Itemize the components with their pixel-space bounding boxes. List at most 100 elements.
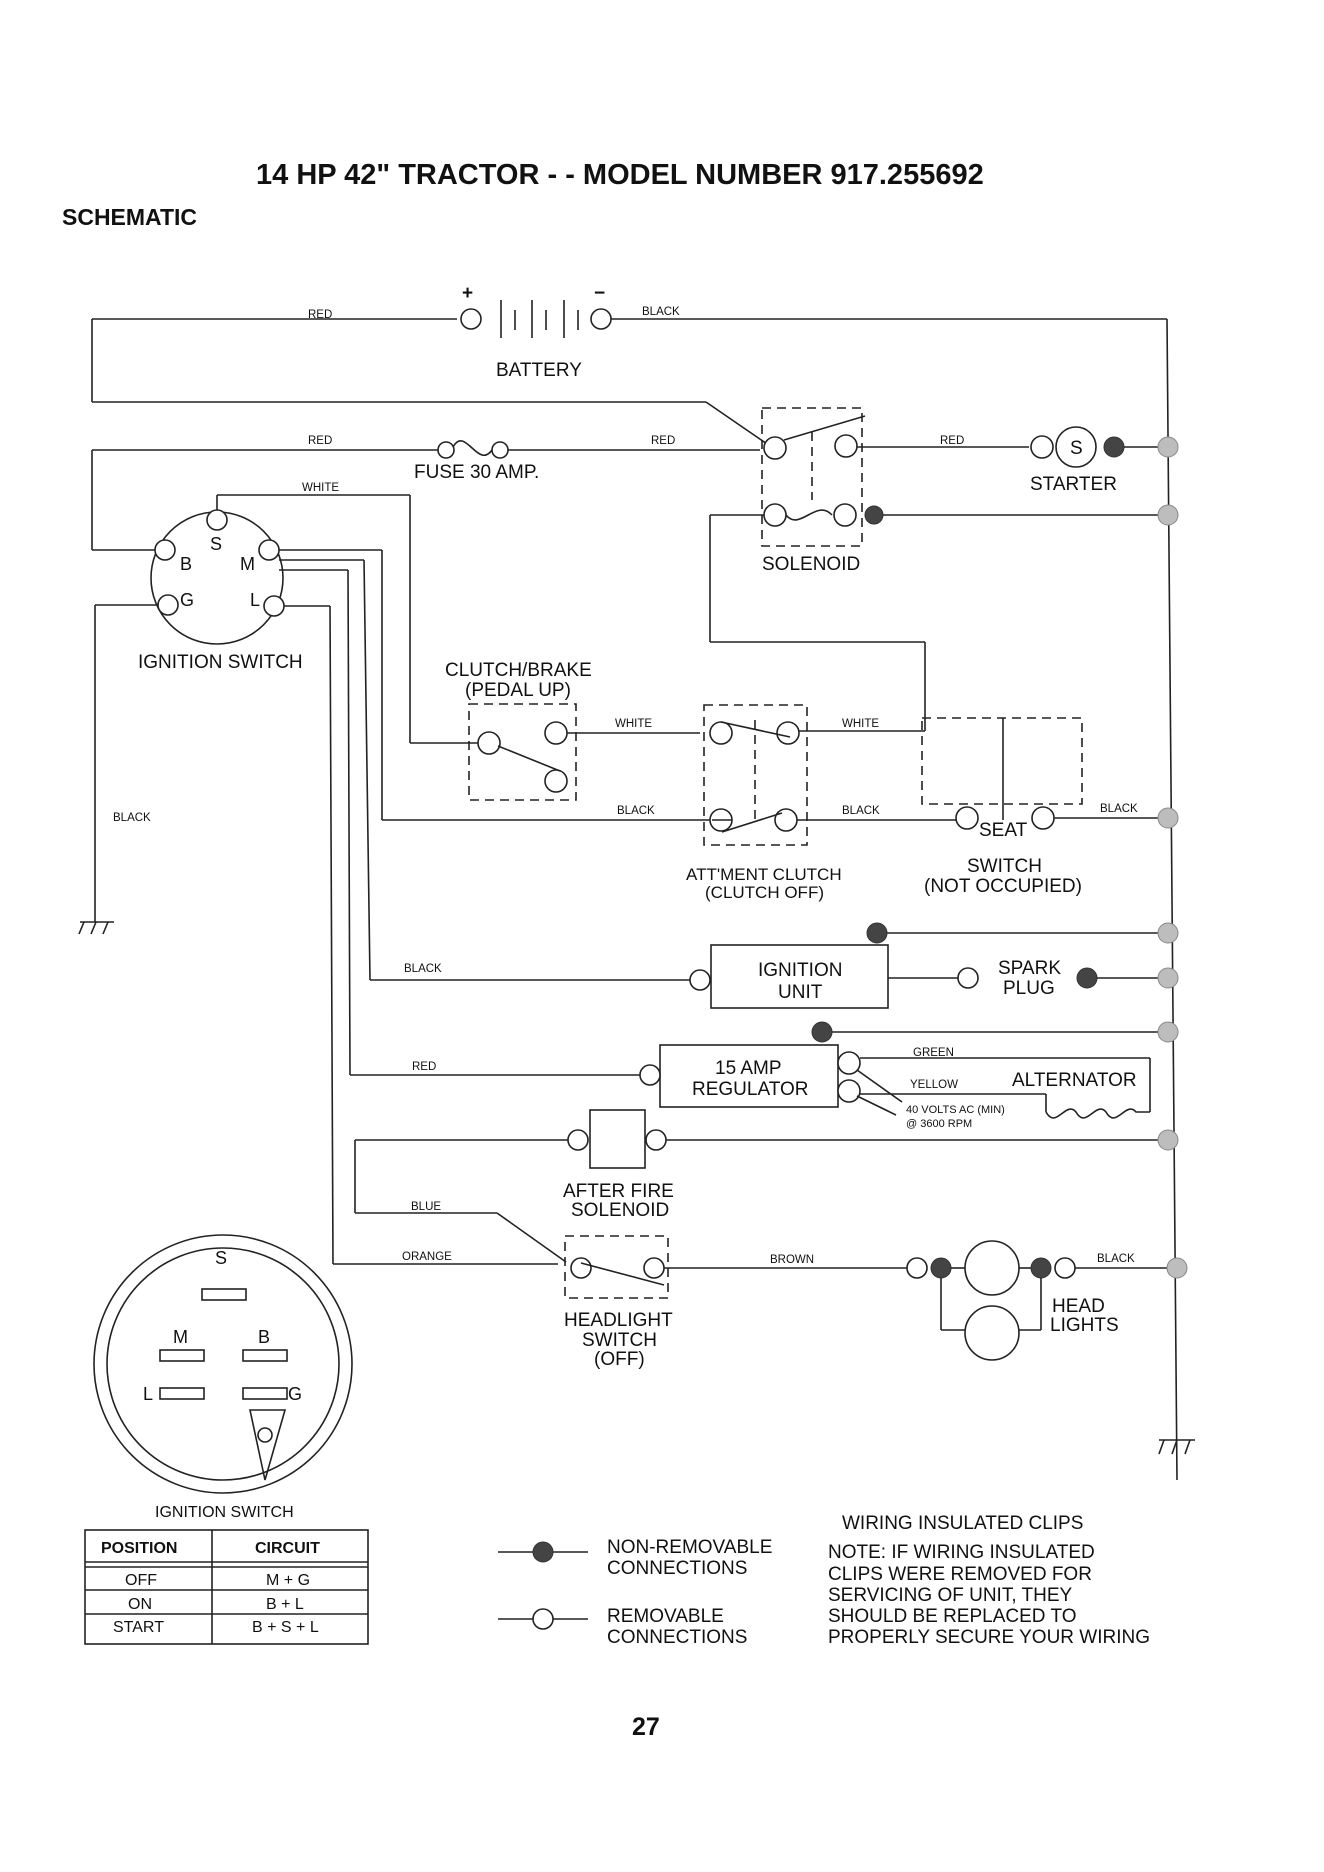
battery-positive-terminal xyxy=(460,308,482,330)
attment-clutch-label: ATT'MENT CLUTCH xyxy=(686,865,842,884)
battery: + − BATTERY xyxy=(92,283,1167,381)
seat-status: (NOT OCCUPIED) xyxy=(924,876,1082,897)
regulator-label: 15 AMP xyxy=(715,1058,782,1079)
attment-clutch-sublabel: (CLUTCH OFF) xyxy=(705,883,824,902)
wire-label-white-att: WHITE xyxy=(842,718,879,730)
wiring-clips-note: WIRING INSULATED CLIPS NOTE: IF WIRING I… xyxy=(828,1513,1150,1648)
attment-clutch-switch xyxy=(703,704,808,846)
alternator: ALTERNATOR xyxy=(856,1057,1151,1119)
spark-plug xyxy=(957,967,979,989)
ignition-switch-schematic: B S M G L IGNITION SWITCH xyxy=(138,509,303,673)
wire-label-white-clutch: WHITE xyxy=(615,718,652,730)
headlight-switch-label: HEADLIGHT xyxy=(564,1310,673,1331)
legend-removable-symbol xyxy=(532,1608,554,1630)
solenoid-label: SOLENOID xyxy=(762,554,860,575)
wire-label-orange: ORANGE xyxy=(402,1251,452,1263)
ignition-switch-label: IGNITION SWITCH xyxy=(138,652,303,673)
after-fire-solenoid xyxy=(567,1109,667,1169)
battery-label: BATTERY xyxy=(496,360,582,381)
regulator-sublabel: REGULATOR xyxy=(692,1079,809,1100)
ignition-switch-table: POSITION CIRCUIT OFF M + G ON B + L STAR… xyxy=(84,1529,369,1645)
battery-negative-terminal xyxy=(590,308,612,330)
ign-label-s: S xyxy=(210,534,222,554)
fuse-label: FUSE 30 AMP. xyxy=(414,462,539,483)
ign-pin-m xyxy=(258,539,280,561)
table-header-circuit: CIRCUIT xyxy=(255,1540,320,1557)
ign-label-m: M xyxy=(240,554,255,574)
legend-removable-label: REMOVABLE xyxy=(607,1606,724,1627)
alternator-label: ALTERNATOR xyxy=(1012,1070,1137,1091)
wire-label-black-att: BLACK xyxy=(842,805,880,817)
headlights-label: HEAD xyxy=(1052,1296,1105,1317)
wire-label-blue: BLUE xyxy=(411,1201,441,1213)
ign-pin-g xyxy=(157,594,179,616)
ign-pin-l xyxy=(263,595,285,617)
wire-label-yellow: YELLOW xyxy=(910,1079,958,1091)
wire-label-black-ground: BLACK xyxy=(113,812,151,824)
wire-label-green: GREEN xyxy=(913,1047,954,1059)
detail-label-g: G xyxy=(288,1384,302,1404)
seat-switch xyxy=(921,717,1179,830)
ignition-switch-detail: S M B L G xyxy=(93,1234,353,1494)
starter: S STARTER xyxy=(1030,426,1179,495)
regulator: 15 AMP REGULATOR xyxy=(659,1044,839,1108)
legend-removable-sublabel: CONNECTIONS xyxy=(607,1627,747,1648)
legend-non-removable-sublabel: CONNECTIONS xyxy=(607,1558,747,1579)
headlight-switch-status: (OFF) xyxy=(594,1349,645,1370)
after-fire-sublabel: SOLENOID xyxy=(571,1200,669,1221)
battery-minus-label: − xyxy=(594,283,605,304)
after-fire-label: AFTER FIRE xyxy=(563,1181,674,1202)
wire-label-red: RED xyxy=(308,309,332,321)
starter-s-label: S xyxy=(1070,438,1083,459)
table-cell: B + S + L xyxy=(252,1619,319,1636)
ign-label-g: G xyxy=(180,590,194,610)
wire-label-black-seat: BLACK xyxy=(1100,803,1138,815)
solenoid: SOLENOID xyxy=(761,407,884,575)
starter-label: STARTER xyxy=(1030,474,1117,495)
ignition-unit-label: IGNITION xyxy=(758,960,842,981)
table-caption: IGNITION SWITCH xyxy=(155,1504,294,1521)
note-heading: WIRING INSULATED CLIPS xyxy=(842,1513,1083,1534)
fuse xyxy=(437,440,509,459)
note-line: SHOULD BE REPLACED TO xyxy=(828,1606,1076,1627)
headlights: HEAD LIGHTS xyxy=(906,1240,1188,1361)
legend: NON-REMOVABLE CONNECTIONS REMOVABLE CONN… xyxy=(498,1537,772,1648)
wire-label-black-lights: BLACK xyxy=(1097,1253,1135,1265)
headlight-switch xyxy=(564,1235,669,1299)
clutch-brake-label: CLUTCH/BRAKE xyxy=(445,660,592,681)
page-title: 14 HP 42" TRACTOR - - MODEL NUMBER 917.2… xyxy=(256,159,984,191)
seat-sublabel: SWITCH xyxy=(967,856,1042,877)
table-cell: START xyxy=(113,1619,164,1636)
wire-label-black: BLACK xyxy=(642,306,680,318)
note-line: NOTE: IF WIRING INSULATED xyxy=(828,1542,1095,1563)
wire-label-red-regulator: RED xyxy=(412,1061,436,1073)
ground-rail xyxy=(1166,318,1178,1481)
note-line: CLIPS WERE REMOVED FOR xyxy=(828,1564,1092,1585)
wire-label-white: WHITE xyxy=(302,482,339,494)
battery-plus-label: + xyxy=(462,283,473,304)
legend-non-removable-symbol xyxy=(532,1541,554,1563)
ground-clip-solenoid xyxy=(1157,504,1179,526)
spark-plug-label: SPARK xyxy=(998,958,1061,979)
ign-pin-b xyxy=(154,539,176,561)
table-cell: ON xyxy=(128,1596,152,1613)
ign-label-b: B xyxy=(180,554,192,574)
legend-non-removable-label: NON-REMOVABLE xyxy=(607,1537,772,1558)
wire-label-black-ign: BLACK xyxy=(404,963,442,975)
page-number: 27 xyxy=(632,1713,660,1741)
ign-label-l: L xyxy=(250,590,260,610)
seat-label: SEAT xyxy=(979,820,1028,841)
table-cell: OFF xyxy=(125,1572,157,1589)
table-header-position: POSITION xyxy=(101,1540,177,1557)
ignition-unit: IGNITION UNIT xyxy=(710,944,889,1009)
table-cell: M + G xyxy=(266,1572,310,1589)
clutch-brake-switch xyxy=(468,703,577,801)
table-cell: B + L xyxy=(266,1596,304,1613)
detail-label-m: M xyxy=(173,1327,188,1347)
page-subtitle: SCHEMATIC xyxy=(62,204,197,230)
wire-label-red-solenoid: RED xyxy=(651,435,675,447)
alternator-note-volts: 40 VOLTS AC (MIN) xyxy=(906,1104,1005,1116)
detail-label-b: B xyxy=(258,1327,270,1347)
detail-label-s: S xyxy=(215,1248,227,1268)
